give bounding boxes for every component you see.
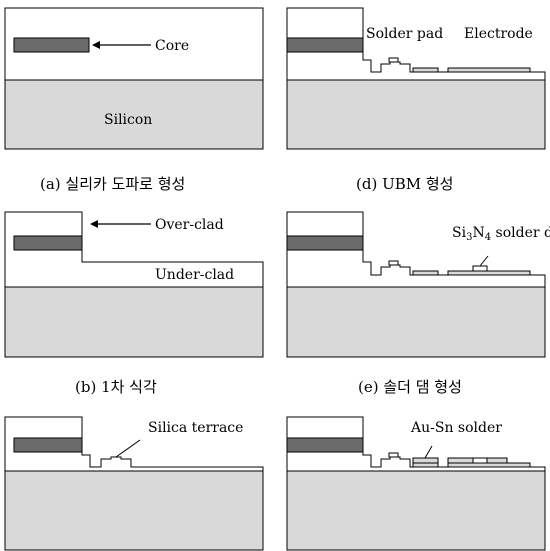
electrode bbox=[447, 462, 531, 468]
silicon-substrate bbox=[4, 79, 264, 150]
solder-dam-leader-line bbox=[479, 255, 489, 267]
solder-pad bbox=[412, 67, 439, 73]
panel-a: Core Silicon (a) 실리카 도파로 형성 bbox=[4, 7, 264, 193]
silicon-substrate bbox=[286, 286, 546, 358]
silicon-substrate bbox=[4, 286, 264, 358]
electrode bbox=[447, 67, 531, 73]
panel-f: Au-Sn solder bbox=[286, 416, 546, 551]
solder-pad-label: Solder pad bbox=[366, 26, 443, 42]
au-sn-solder bbox=[447, 457, 474, 464]
caption-b: (b) 1차 식각 bbox=[75, 378, 157, 396]
under-clad-label: Under-clad bbox=[155, 267, 234, 283]
silica-terrace-ubm bbox=[388, 57, 399, 63]
au-sn-solder-label: Au-Sn solder bbox=[410, 420, 502, 436]
core-layer bbox=[286, 235, 364, 251]
caption-d: (d) UBM 형성 bbox=[356, 175, 453, 193]
core-layer bbox=[286, 37, 364, 53]
over-clad-arrow-head bbox=[90, 220, 98, 228]
solder-pad bbox=[412, 270, 439, 276]
silicon-substrate bbox=[286, 79, 546, 150]
core-layer bbox=[13, 437, 83, 453]
terrace-leader-line bbox=[115, 439, 141, 458]
solder-dam-n: N bbox=[472, 225, 484, 241]
solder-dam bbox=[472, 265, 488, 272]
caption-e: (e) 솔더 댐 형성 bbox=[358, 378, 462, 396]
solder-dam-text: solder dam bbox=[491, 225, 550, 241]
panel-b: Over-clad Under-clad (b) 1차 식각 bbox=[4, 211, 264, 396]
silicon-label: Silicon bbox=[104, 112, 152, 128]
electrode bbox=[447, 270, 531, 276]
silicon-substrate bbox=[4, 470, 264, 551]
panel-d: Solder pad Electrode (d) UBM 형성 bbox=[286, 7, 546, 193]
au-sn-solder bbox=[486, 457, 508, 464]
core-label: Core bbox=[155, 38, 189, 54]
solder-pad bbox=[412, 462, 439, 468]
panel-e: Si3N4 solder dam (e) 솔더 댐 형성 bbox=[286, 211, 550, 396]
solder-leader-line bbox=[424, 445, 433, 459]
solder-dam-label: Si3N4 solder dam bbox=[452, 225, 550, 243]
electrode-label: Electrode bbox=[464, 26, 533, 42]
over-clad-label: Over-clad bbox=[155, 217, 224, 233]
silica-terrace-label: Silica terrace bbox=[148, 420, 243, 436]
solder-dam-si-subscript: 3 bbox=[466, 232, 472, 243]
silicon-substrate bbox=[286, 470, 546, 551]
core-arrow-head bbox=[92, 41, 100, 49]
silica-terrace-ubm bbox=[388, 260, 399, 266]
caption-a: (a) 실리카 도파로 형성 bbox=[40, 175, 185, 193]
au-sn-solder bbox=[412, 457, 439, 464]
solder-dam-si: Si bbox=[452, 225, 467, 241]
silica-terrace-ubm bbox=[388, 452, 399, 458]
panel-c: Silica terrace bbox=[4, 416, 264, 551]
core-layer bbox=[13, 37, 90, 53]
solder-dam bbox=[472, 457, 488, 464]
solder-dam-n-subscript: 4 bbox=[485, 232, 491, 243]
clad-profile bbox=[4, 211, 264, 288]
core-layer bbox=[13, 235, 83, 251]
core-layer bbox=[286, 437, 364, 453]
